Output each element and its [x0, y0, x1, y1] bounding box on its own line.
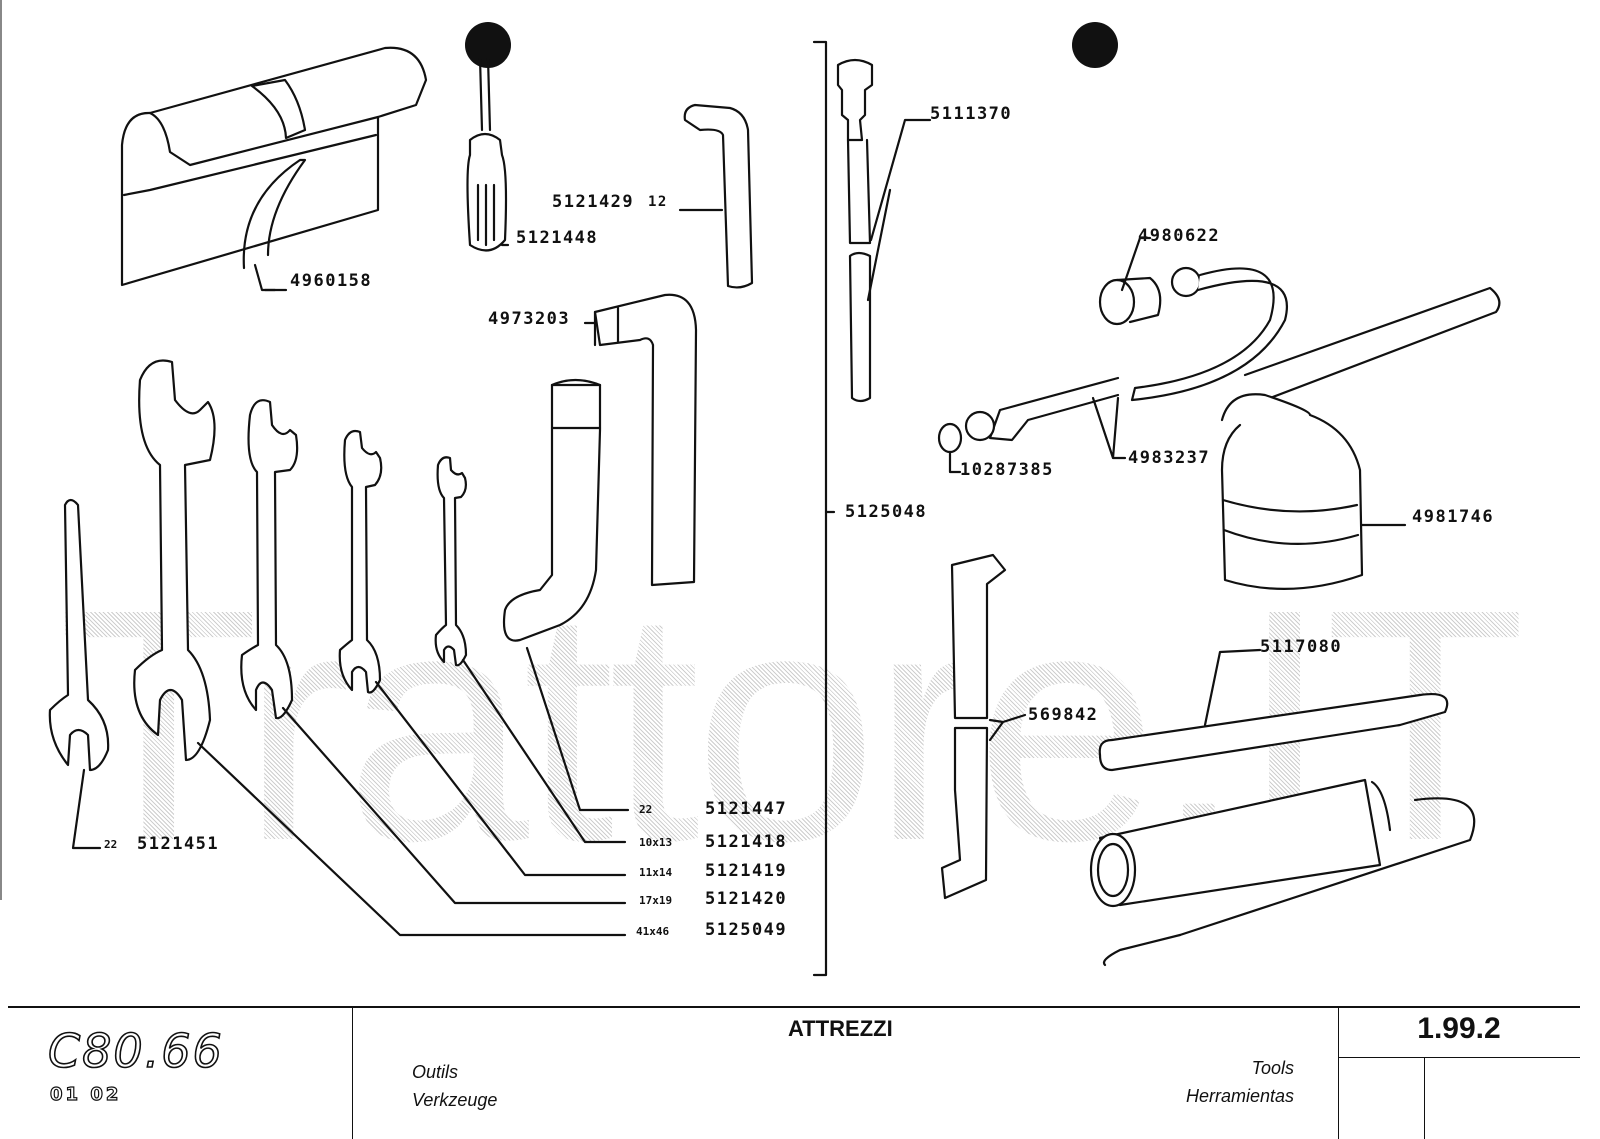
page-title: ATTREZZI: [788, 1016, 893, 1041]
model-sub-code: 01 02: [49, 1083, 122, 1105]
part-number-group-bracket: 5125048: [845, 502, 928, 522]
page-scan-edge: [0, 0, 2, 900]
part-number-wrench-41x46: 5125049: [705, 920, 788, 940]
wrench-11x14-drawing: [338, 429, 627, 877]
title-block-divider: [352, 1008, 353, 1139]
part-number-wrench-10x13: 5121418: [705, 832, 788, 852]
model-logo: C80.66: [47, 1023, 224, 1079]
title-block-divider: [1338, 1008, 1339, 1139]
part-number-adapter: 4980622: [1138, 226, 1221, 246]
size-wrench-41x46: 41x46: [636, 925, 670, 938]
size-box-spanner: 22: [639, 803, 653, 816]
part-number-tyre-inflator: 5111370: [930, 104, 1013, 124]
size-wrench-11x14: 11x14: [639, 866, 673, 879]
part-number-hex-key-12: 5121429: [552, 192, 635, 212]
part-number-washer: 10287385: [960, 460, 1054, 480]
size-wrench-22: 22: [104, 838, 118, 851]
part-number-grease-gun: 5117080: [1260, 637, 1343, 657]
wrench-22-drawing: [48, 498, 110, 850]
title-block: C80.66 01 02 ATTREZZI Outils Verkzeuge T…: [8, 1006, 1580, 1139]
part-number-oil-can: 4981746: [1412, 507, 1495, 527]
title-spanish: Herramientas: [1185, 1086, 1294, 1106]
title-english: Tools: [1251, 1058, 1294, 1078]
title-german: Verkzeuge: [412, 1090, 498, 1110]
size-hex-key-12: 12: [648, 194, 668, 210]
group-bracket-line: [812, 40, 828, 977]
page-number: 1.99.2: [1417, 1012, 1501, 1045]
hex-key-large-drawing: [583, 293, 698, 587]
tool-bag-drawing: [120, 46, 428, 292]
part-number-hose: 4983237: [1128, 448, 1211, 468]
hex-key-12-drawing: [678, 103, 754, 289]
marker-dot-left: [465, 22, 511, 68]
marker-dot-right: [1072, 22, 1118, 68]
title-french: Outils: [412, 1062, 459, 1082]
part-number-wrench-11x14: 5121419: [705, 861, 788, 881]
oil-can-drawing: [1220, 286, 1501, 590]
title-block-divider: [1338, 1057, 1580, 1058]
size-wrench-10x13: 10x13: [639, 836, 673, 849]
size-wrench-17x19: 17x19: [639, 894, 673, 907]
tyre-lever-drawing: [940, 553, 1027, 900]
part-number-box-spanner: 5121447: [705, 799, 788, 819]
part-number-tool-bag: 4960158: [290, 271, 373, 291]
wrench-17x19-drawing: [240, 399, 627, 905]
wrench-41x46-drawing: [133, 359, 627, 937]
part-number-tyre-lever: 569842: [1028, 705, 1099, 725]
part-number-screwdriver: 5121448: [516, 228, 599, 248]
title-block-divider: [1424, 1057, 1425, 1139]
wrench-10x13-drawing: [434, 456, 627, 844]
tyre-inflator-drawing: [836, 58, 932, 403]
box-spanner-drawing: [502, 378, 630, 812]
tools-illustration: [48, 22, 1501, 977]
hose-assembly-drawing: [937, 236, 1288, 474]
part-number-wrench-22: 5121451: [137, 834, 220, 854]
part-number-wrench-17x19: 5121420: [705, 889, 788, 909]
screwdriver-drawing: [466, 56, 510, 252]
grease-gun-drawing: [1089, 648, 1476, 967]
part-number-hex-key-large: 4973203: [488, 309, 571, 329]
